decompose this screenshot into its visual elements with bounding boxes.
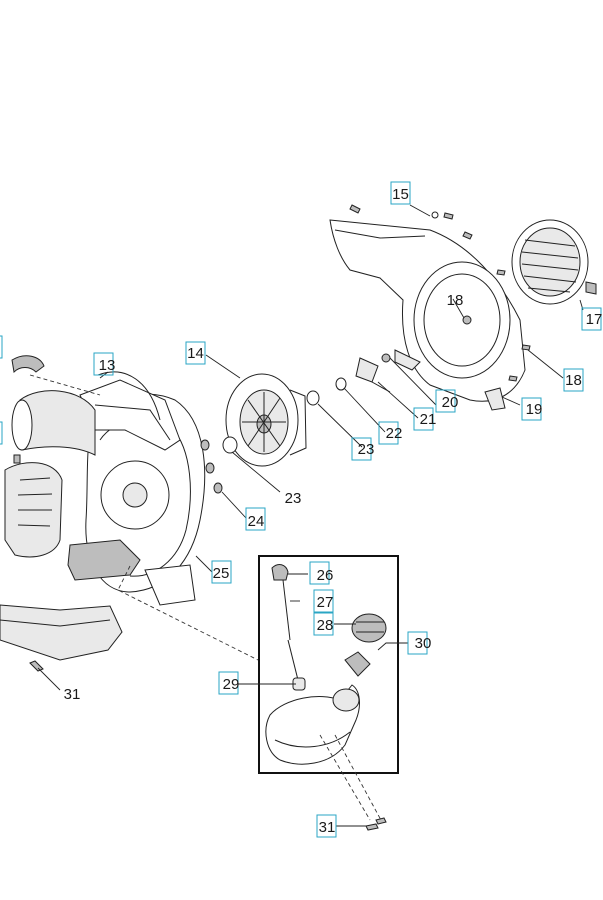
label-26: 26 [317,567,334,584]
blower-housing-left [0,355,206,672]
callout-20: 20 [435,389,459,413]
callout-18-plain: 18 [447,292,464,309]
callout-23: 23 [351,437,375,461]
fan-impeller [225,373,307,467]
callout-19: 19 [521,397,543,421]
callout-28: 28 [313,612,334,636]
assembly-dashed-lines [29,374,383,823]
washers-center [200,377,347,494]
label-23b: 23 [285,490,302,507]
label-19: 19 [526,401,543,418]
callout-31-plain: 31 [64,686,81,703]
leader-lines [37,204,584,827]
callout-15: 15 [390,181,411,205]
label-27: 27 [317,594,334,611]
label-21: 21 [420,411,437,428]
bracket-clip [355,353,391,393]
callout-17: 17 [581,307,603,331]
label-15: 15 [392,186,409,203]
callout-13: 13 [93,352,116,376]
callout-29: 29 [218,671,240,695]
fuel-tank-assembly-box [258,555,399,774]
label-31b: 31 [319,819,336,836]
label-31a: 31 [64,686,81,703]
callout-30: 30 [407,631,432,655]
label-18b: 18 [565,372,582,389]
callout-18: 18 [563,368,584,392]
callout-27: 27 [313,589,334,613]
label-23a: 23 [358,441,375,458]
callout-31: 31 [316,814,337,838]
label-29: 29 [223,676,240,693]
label-13: 13 [99,357,116,374]
callout-24: 24 [245,507,266,531]
label-17: 17 [586,311,603,328]
volute-cover-right [329,204,531,411]
label-14: 14 [187,345,204,362]
label-20: 20 [442,394,459,411]
callout-21: 21 [413,407,437,431]
callout-22: 22 [378,421,403,445]
callout-25: 25 [211,560,232,584]
label-24: 24 [248,513,265,530]
callout-26: 26 [309,561,334,585]
label-22: 22 [386,425,403,442]
label-18a: 18 [447,292,464,309]
screws-31 [365,817,387,831]
label-25: 25 [213,565,230,582]
label-30: 30 [415,635,432,652]
label-28: 28 [317,617,334,634]
callout-23-plain: 23 [285,490,302,507]
intake-grille [511,219,597,305]
callout-14: 14 [185,341,206,365]
